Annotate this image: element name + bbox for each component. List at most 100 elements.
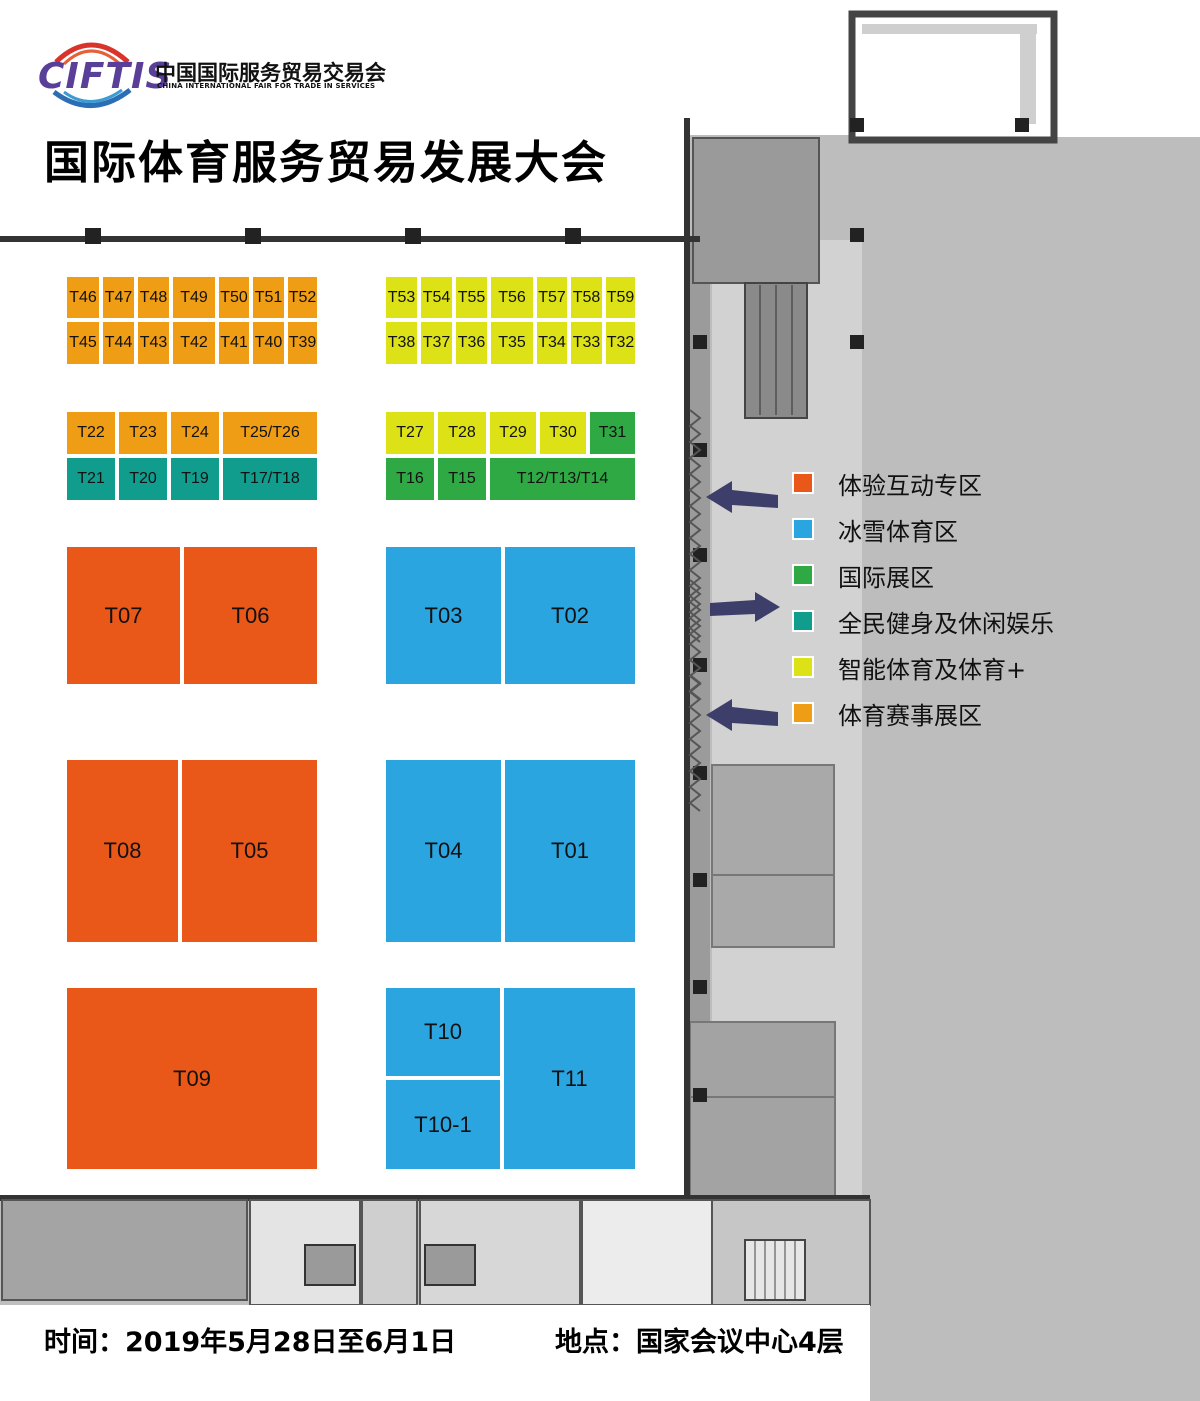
booth-t34[interactable]: T34	[535, 320, 569, 366]
booth-t38[interactable]: T38	[384, 320, 419, 366]
booth-t03[interactable]: T03	[384, 545, 503, 686]
booth-t48[interactable]: T48	[136, 275, 171, 320]
booth-t44[interactable]: T44	[101, 320, 136, 366]
ciftis-logo-icon	[52, 42, 132, 108]
bottom-room	[361, 1199, 418, 1306]
side-room	[689, 1096, 836, 1198]
legend-label: 体验互动专区	[838, 471, 982, 500]
legend-label: 冰雪体育区	[838, 517, 958, 546]
booth-t55[interactable]: T55	[454, 275, 489, 320]
booth-t50[interactable]: T50	[217, 275, 251, 320]
booth-t32[interactable]: T32	[604, 320, 637, 366]
booth-t09[interactable]: T09	[65, 986, 319, 1171]
booth-t22[interactable]: T22	[65, 410, 117, 456]
booth-t56[interactable]: T56	[489, 275, 535, 320]
booth-t57[interactable]: T57	[535, 275, 569, 320]
logo-wordmark: CIFTIS	[38, 56, 173, 97]
logo-english-name: CHINA INTERNATIONAL FAIR FOR TRADE IN SE…	[157, 82, 376, 90]
booth-t10-1[interactable]: T10-1	[384, 1078, 502, 1171]
legend-item: 全民健身及休闲娱乐	[792, 598, 1122, 644]
doors	[688, 409, 702, 812]
hall-right-wall	[684, 118, 690, 1198]
booth-t11[interactable]: T11	[502, 986, 637, 1171]
booth-t36[interactable]: T36	[454, 320, 489, 366]
booth-t10[interactable]: T10	[384, 986, 502, 1078]
legend-item: 冰雪体育区	[792, 506, 1122, 552]
elevator	[424, 1244, 476, 1286]
legend-item: 体育赛事展区	[792, 690, 1122, 736]
booth-t31[interactable]: T31	[588, 410, 637, 456]
booth-t53[interactable]: T53	[384, 275, 419, 320]
booth-t39[interactable]: T39	[286, 320, 319, 366]
booth-t19[interactable]: T19	[169, 456, 221, 502]
booth-t15[interactable]: T15	[436, 456, 488, 502]
logo-chinese-name: 中国国际服务贸易交易会	[155, 61, 386, 85]
legend-label: 体育赛事展区	[838, 701, 982, 730]
booth-t42[interactable]: T42	[171, 320, 217, 366]
booth-t21[interactable]: T21	[65, 456, 117, 502]
event-date: 时间：2019年5月28日至6月1日	[44, 1327, 457, 1358]
bottom-room	[581, 1199, 713, 1306]
arrow-icon	[706, 699, 778, 731]
elevator	[304, 1244, 356, 1286]
legend-swatch	[792, 472, 814, 494]
booth-t59[interactable]: T59	[604, 275, 637, 320]
booth-t05[interactable]: T05	[180, 758, 319, 944]
columns	[85, 118, 1029, 1102]
bottom-room	[1, 1199, 248, 1301]
booth-t52[interactable]: T52	[286, 275, 319, 320]
booth-t47[interactable]: T47	[101, 275, 136, 320]
booth-t02[interactable]: T02	[503, 545, 637, 686]
legend-item: 国际展区	[792, 552, 1122, 598]
booth-t30[interactable]: T30	[538, 410, 588, 456]
legend-swatch	[792, 702, 814, 724]
page-title: 国际体育服务贸易发展大会	[44, 136, 609, 189]
legend-label: 全民健身及休闲娱乐	[838, 609, 1054, 638]
legend-item: 智能体育及体育+	[792, 644, 1122, 690]
booth-t28[interactable]: T28	[436, 410, 488, 456]
booth-t37[interactable]: T37	[419, 320, 454, 366]
booth-t01[interactable]: T01	[503, 758, 637, 944]
legend: 体验互动专区 冰雪体育区 国际展区 全民健身及休闲娱乐 智能体育及体育+ 体育赛…	[792, 460, 1122, 736]
booth-t43[interactable]: T43	[136, 320, 171, 366]
legend-swatch	[792, 564, 814, 586]
arrow-icon	[706, 481, 778, 513]
booth-t33[interactable]: T33	[569, 320, 604, 366]
booth-t08[interactable]: T08	[65, 758, 180, 944]
booth-t07[interactable]: T07	[65, 545, 182, 686]
booth-t20[interactable]: T20	[117, 456, 169, 502]
booth-t49[interactable]: T49	[171, 275, 217, 320]
booth-t06[interactable]: T06	[182, 545, 319, 686]
booth-t54[interactable]: T54	[419, 275, 454, 320]
legend-label: 国际展区	[838, 563, 934, 592]
event-venue: 地点：国家会议中心4层	[555, 1327, 844, 1358]
hall-top-wall	[0, 236, 700, 242]
booth-t58[interactable]: T58	[569, 275, 604, 320]
side-room	[711, 764, 835, 876]
elevator-core	[692, 137, 820, 284]
booth-t17-t18[interactable]: T17/T18	[221, 456, 319, 502]
side-room	[711, 874, 835, 948]
booth-t46[interactable]: T46	[65, 275, 101, 320]
booth-t16[interactable]: T16	[384, 456, 436, 502]
booth-t04[interactable]: T04	[384, 758, 503, 944]
legend-label: 智能体育及体育+	[838, 655, 1027, 684]
booth-t29[interactable]: T29	[488, 410, 538, 456]
booth-t40[interactable]: T40	[251, 320, 286, 366]
booth-t27[interactable]: T27	[384, 410, 436, 456]
booth-t24[interactable]: T24	[169, 410, 221, 456]
booth-t25-t26[interactable]: T25/T26	[221, 410, 319, 456]
arrow-icon	[710, 592, 780, 622]
booth-t51[interactable]: T51	[251, 275, 286, 320]
booth-t35[interactable]: T35	[489, 320, 535, 366]
booth-t12-t13-t14[interactable]: T12/T13/T14	[488, 456, 637, 502]
side-room	[689, 1021, 836, 1098]
legend-item: 体验互动专区	[792, 460, 1122, 506]
booth-t41[interactable]: T41	[217, 320, 251, 366]
booth-t45[interactable]: T45	[65, 320, 101, 366]
booth-t23[interactable]: T23	[117, 410, 169, 456]
legend-swatch	[792, 656, 814, 678]
legend-swatch	[792, 518, 814, 540]
legend-swatch	[792, 610, 814, 632]
entrance-arrows	[706, 481, 780, 731]
